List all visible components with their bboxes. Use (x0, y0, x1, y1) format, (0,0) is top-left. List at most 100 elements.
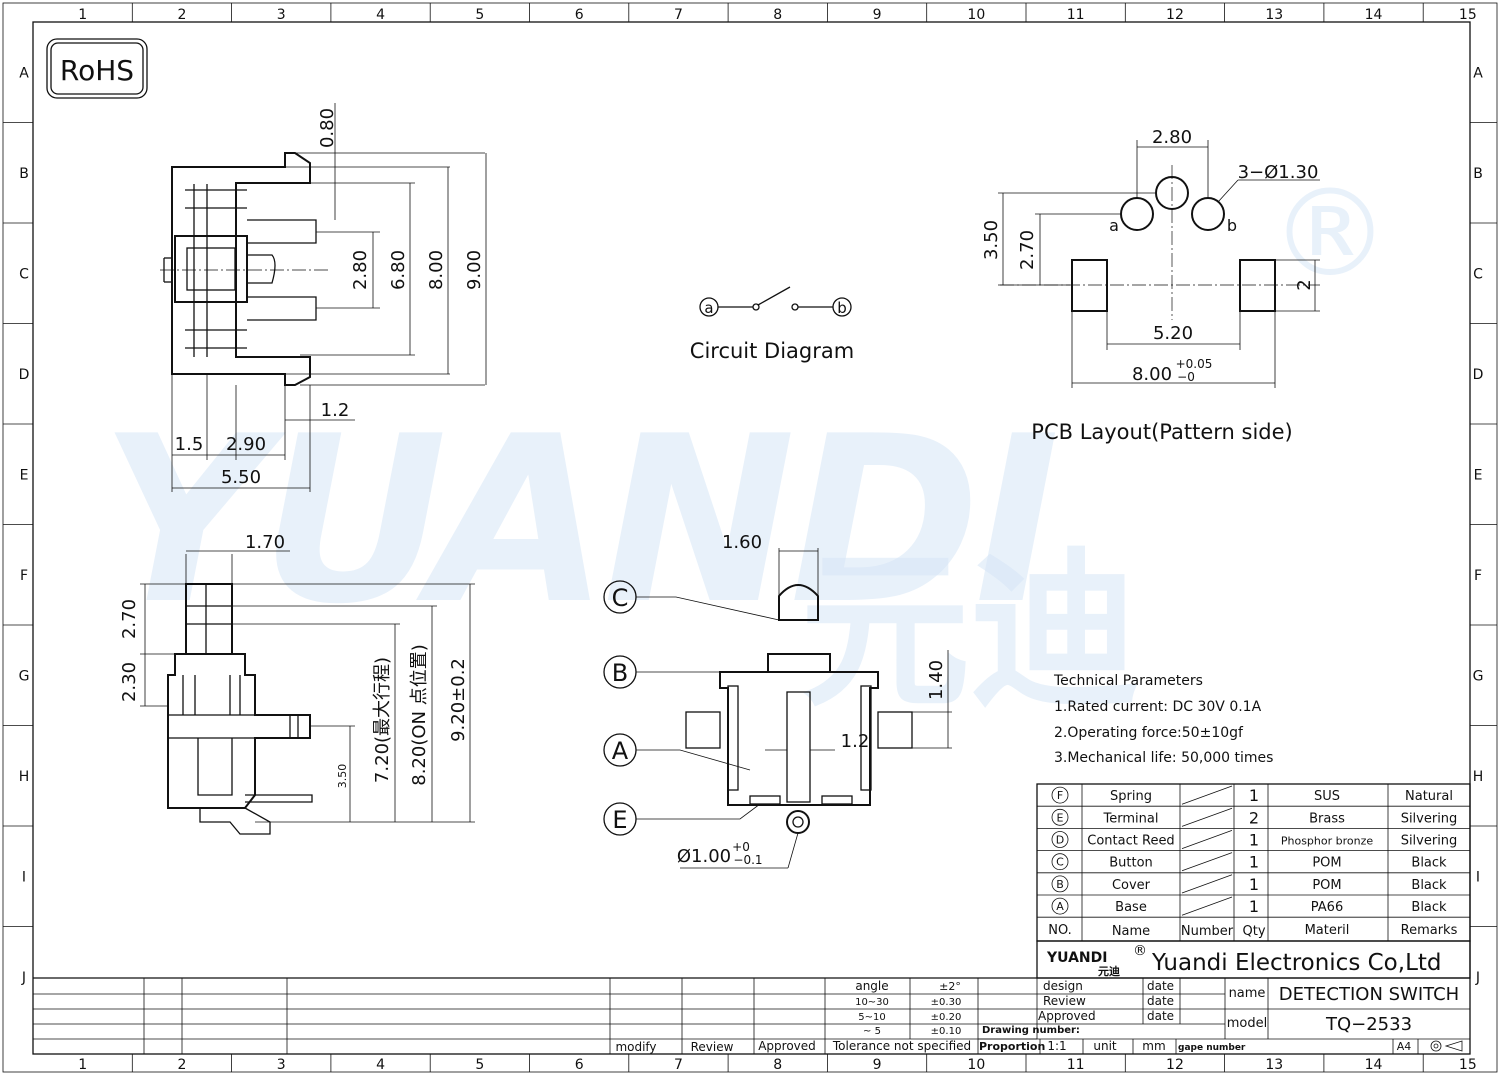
unit-value: mm (1142, 1039, 1165, 1053)
section-view: 1.60 1.40 1.2 C B A E Ø1.00 +0 −0.1 (603, 532, 952, 869)
grid-row-right: G (1473, 668, 1484, 684)
dim-front-290: 2.90 (226, 434, 266, 455)
bom-material: PA66 (1311, 900, 1343, 915)
grid-row-left: E (20, 467, 29, 483)
bom-name: Cover (1112, 878, 1151, 893)
grid-row-right: I (1476, 869, 1480, 885)
grid-col-top: 8 (773, 7, 782, 23)
grid-row-right: J (1475, 970, 1480, 986)
grid-marks: 1122334455667788991010111112121313141415… (3, 3, 1497, 1073)
grid-col-top: 12 (1166, 7, 1184, 23)
grid-col-top: 3 (277, 7, 286, 23)
name-value: DETECTION SWITCH (1279, 984, 1459, 1005)
dim-pcb-tol-minus: −0 (1177, 370, 1195, 384)
bom-no: F (1057, 789, 1063, 802)
bom-no: A (1056, 900, 1064, 913)
rohs-badge: RoHS (46, 38, 148, 99)
grid-col-bottom: 4 (376, 1057, 385, 1073)
grid-row-right: A (1473, 65, 1483, 81)
grid-row-right: C (1473, 266, 1483, 282)
grid-col-bottom: 11 (1067, 1057, 1085, 1073)
grid-col-bottom: 8 (773, 1057, 782, 1073)
grid-col-bottom: 12 (1166, 1057, 1184, 1073)
dim-pcb-2: 2 (1294, 279, 1315, 290)
bom-qty: 2 (1249, 808, 1259, 827)
bom-remarks: Silvering (1401, 834, 1458, 849)
dim-section-12: 1.2 (841, 731, 870, 752)
bom-qty: 1 (1249, 875, 1259, 894)
dim-front-800: 8.00 (426, 250, 447, 290)
bom-no: C (1056, 856, 1064, 869)
grid-col-bottom: 6 (575, 1057, 584, 1073)
bom-remarks: Black (1411, 878, 1447, 893)
pcb-label-a: a (1109, 216, 1119, 235)
bom-header-material: Materil (1305, 923, 1350, 938)
dim-side-720: 7.20(最大行程) (372, 657, 393, 783)
logo-cn: 元迪 (1098, 964, 1120, 978)
pcb-layout: 2.80 3−Ø1.30 3.50 2.70 a b 2 5.20 8.00 +… (981, 127, 1320, 444)
approved-col-label: Approved (758, 1039, 816, 1053)
grid-col-top: 13 (1265, 7, 1283, 23)
dim-front-080: 0.80 (317, 108, 338, 148)
proportion-label: Proportion (979, 1040, 1045, 1053)
bom-material: Phosphor bronze (1281, 835, 1374, 848)
circuit-terminal-b: b (837, 299, 847, 317)
side-view: 1.70 2.70 2.30 3.50 7.20(最大行程) 8.20(ON 点… (119, 532, 475, 835)
range-1: 10~30 (855, 997, 889, 1008)
bom-name: Spring (1110, 789, 1152, 804)
grid-row-left: B (19, 166, 29, 182)
company-name: Yuandi Electronics Co,Ltd (1151, 950, 1442, 976)
dim-front-680: 6.80 (388, 250, 409, 290)
name-label: name (1229, 986, 1266, 1001)
bom-header-qty: Qty (1242, 924, 1265, 939)
grid-col-top: 14 (1365, 7, 1383, 23)
technical-parameters: Technical Parameters 1.Rated current: DC… (1053, 673, 1273, 766)
review-col-label: Review (691, 1040, 734, 1054)
unit-label: unit (1093, 1039, 1117, 1053)
grid-row-left: J (21, 970, 26, 986)
drawing-number-label: Drawing number: (982, 1025, 1080, 1036)
approved-label: Approved (1038, 1009, 1096, 1023)
bom-qty: 1 (1249, 853, 1259, 872)
grid-row-left: G (19, 668, 30, 684)
grid-row-right: E (1474, 467, 1483, 483)
bom-header-number: Number (1181, 924, 1234, 939)
dim-front-12: 1.2 (321, 400, 350, 421)
pcb-title: PCB Layout(Pattern side) (1031, 420, 1292, 444)
grid-row-left: H (19, 769, 30, 785)
dim-side-170: 1.70 (245, 532, 285, 553)
bom-remarks: Silvering (1401, 811, 1458, 826)
grid-col-bottom: 10 (967, 1057, 985, 1073)
grid-col-bottom: 2 (177, 1057, 186, 1073)
circuit-terminal-a: a (704, 299, 713, 317)
grid-col-top: 10 (967, 7, 985, 23)
grid-row-left: D (19, 367, 30, 383)
watermark-registered: ® (1270, 165, 1390, 304)
bom-remarks: Natural (1405, 789, 1453, 804)
dim-section-dia: Ø1.00 (677, 846, 731, 867)
date-label-2: date (1147, 994, 1174, 1008)
dim-section-tol-minus: −0.1 (733, 853, 762, 867)
grid-col-top: 1 (78, 7, 87, 23)
grid-col-top: 11 (1067, 7, 1085, 23)
range-3-tolerance: ±0.10 (931, 1026, 962, 1037)
grid-row-right: F (1474, 568, 1482, 584)
grid-row-left: C (19, 266, 29, 282)
bom-remarks: Black (1411, 856, 1447, 871)
tech-item-1: 1.Rated current: DC 30V 0.1A (1054, 699, 1262, 715)
pcb-label-b: b (1227, 216, 1237, 235)
grid-col-bottom: 15 (1459, 1057, 1477, 1073)
range-1-tolerance: ±0.30 (931, 997, 962, 1008)
grid-row-right: H (1473, 769, 1484, 785)
circuit-title: Circuit Diagram (690, 339, 854, 363)
dim-pcb-280: 2.80 (1152, 127, 1192, 148)
bom-remarks: Black (1411, 900, 1447, 915)
dim-front-900: 9.00 (464, 250, 485, 290)
date-label-1: date (1147, 979, 1174, 993)
grid-col-bottom: 7 (674, 1057, 683, 1073)
range-3: ~ 5 (863, 1026, 881, 1037)
dim-front-15: 1.5 (175, 434, 204, 455)
